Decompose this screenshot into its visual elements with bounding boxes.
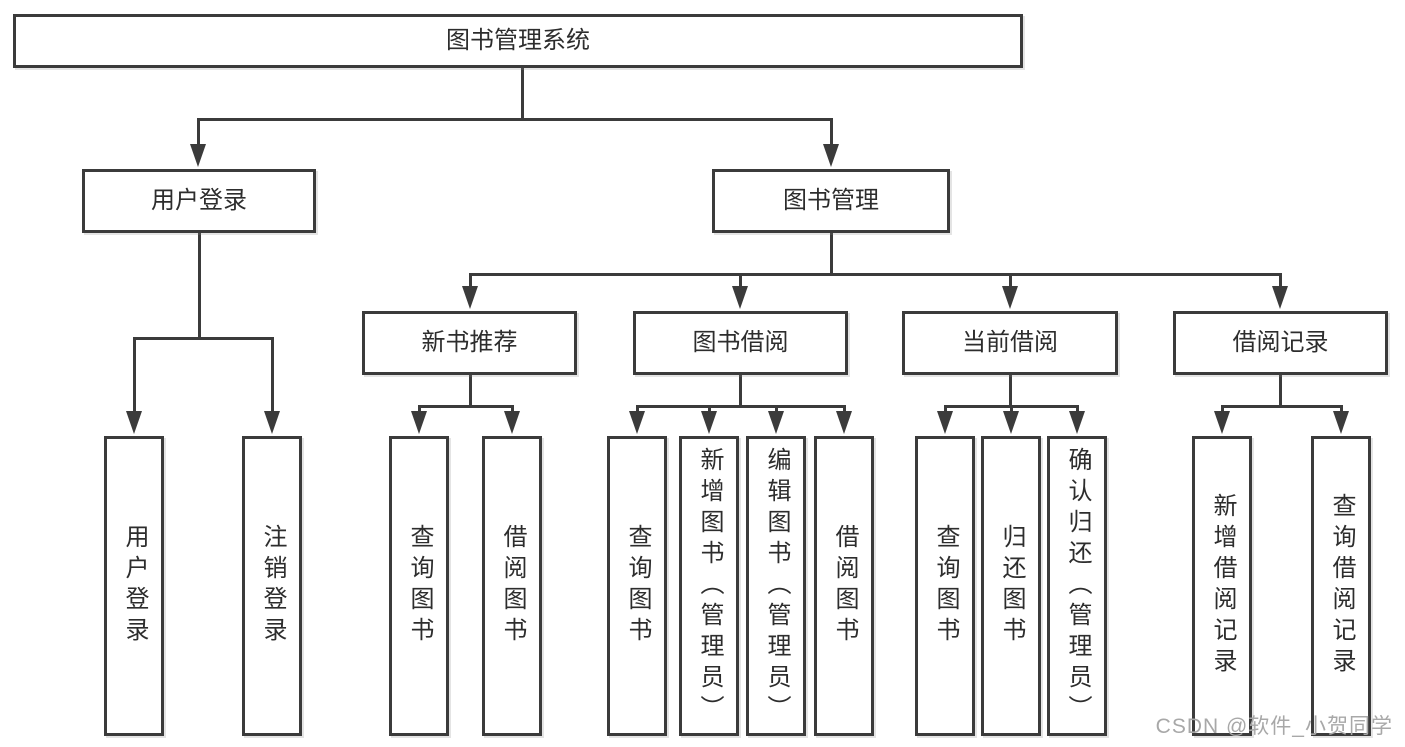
connector-segment: [707, 405, 711, 416]
node-new-book-recommend: 新书推荐: [362, 311, 577, 375]
connector-segment: [520, 68, 524, 118]
connector-segment: [1075, 405, 1079, 416]
node-borrow-records: 借阅记录: [1173, 311, 1388, 375]
connector-segment: [635, 405, 639, 416]
connector-segment: [774, 405, 778, 416]
arrowhead-icon: [125, 411, 142, 434]
connector-segment: [468, 375, 472, 405]
connector-segment: [132, 337, 136, 416]
connector-segment: [197, 118, 833, 121]
connector-segment: [1009, 405, 1013, 416]
connector-segment: [417, 405, 514, 408]
connector-segment: [1278, 273, 1282, 291]
arrowhead-icon: [1332, 411, 1349, 434]
connector-segment: [1339, 405, 1343, 416]
connector-segment: [842, 405, 846, 416]
arrowhead-icon: [767, 411, 784, 434]
connector-segment: [1220, 405, 1224, 416]
arrowhead-icon: [822, 144, 839, 167]
node-add-borrow-record: 新增借阅记录: [1192, 436, 1252, 736]
connector-segment: [1220, 405, 1343, 408]
arrowhead-icon: [410, 411, 427, 434]
connector-segment: [1008, 375, 1012, 405]
arrowhead-icon: [190, 144, 206, 167]
arrowhead-icon: [700, 411, 717, 434]
node-book-management: 图书管理: [712, 169, 950, 233]
connector-segment: [738, 273, 742, 291]
connector-segment: [1278, 375, 1282, 405]
arrowhead-icon: [263, 411, 280, 434]
connector-segment: [132, 337, 274, 340]
node-query-books-borrow: 查询图书: [607, 436, 667, 736]
connector-segment: [197, 233, 201, 337]
connector-segment: [738, 375, 742, 405]
node-book-borrow: 图书借阅: [633, 311, 848, 375]
node-borrow-books-borrow: 借阅图书: [814, 436, 874, 736]
connector-segment: [829, 233, 833, 273]
node-user-login-action: 用户登录: [104, 436, 164, 736]
node-root: 图书管理系统: [13, 14, 1023, 68]
arrowhead-icon: [1213, 411, 1230, 434]
connector-segment: [829, 118, 833, 149]
connector-segment: [635, 405, 846, 408]
connector-segment: [468, 273, 472, 291]
node-edit-books-admin: 编辑图书（管理员）: [746, 436, 806, 736]
node-query-books-recommend: 查询图书: [389, 436, 449, 736]
node-borrow-books-recommend: 借阅图书: [482, 436, 542, 736]
connector-segment: [197, 118, 200, 149]
connector-segment: [468, 273, 1282, 276]
connector-segment: [417, 405, 421, 416]
arrowhead-icon: [1002, 411, 1019, 434]
node-confirm-return-admin: 确认归还（管理员）: [1047, 436, 1107, 736]
arrowhead-icon: [1271, 286, 1288, 309]
node-query-books-current: 查询图书: [915, 436, 975, 736]
arrowhead-icon: [1001, 286, 1018, 309]
connector-segment: [943, 405, 947, 416]
arrowhead-icon: [628, 411, 645, 434]
arrowhead-icon: [503, 411, 520, 434]
arrowhead-icon: [1068, 411, 1085, 434]
node-user-login: 用户登录: [82, 169, 316, 233]
node-query-borrow-record: 查询借阅记录: [1311, 436, 1371, 736]
arrowhead-icon: [835, 411, 852, 434]
node-logout-action: 注销登录: [242, 436, 302, 736]
connector-segment: [510, 405, 514, 416]
arrowhead-icon: [461, 286, 478, 309]
arrowhead-icon: [936, 411, 953, 434]
connector-segment: [270, 337, 274, 416]
connector-segment: [1008, 273, 1012, 291]
node-current-borrow: 当前借阅: [902, 311, 1118, 375]
node-add-books-admin: 新增图书（管理员）: [679, 436, 739, 736]
node-return-books: 归还图书: [981, 436, 1041, 736]
arrowhead-icon: [731, 286, 748, 309]
watermark: CSDN @软件_小贺同学: [1155, 715, 1393, 738]
